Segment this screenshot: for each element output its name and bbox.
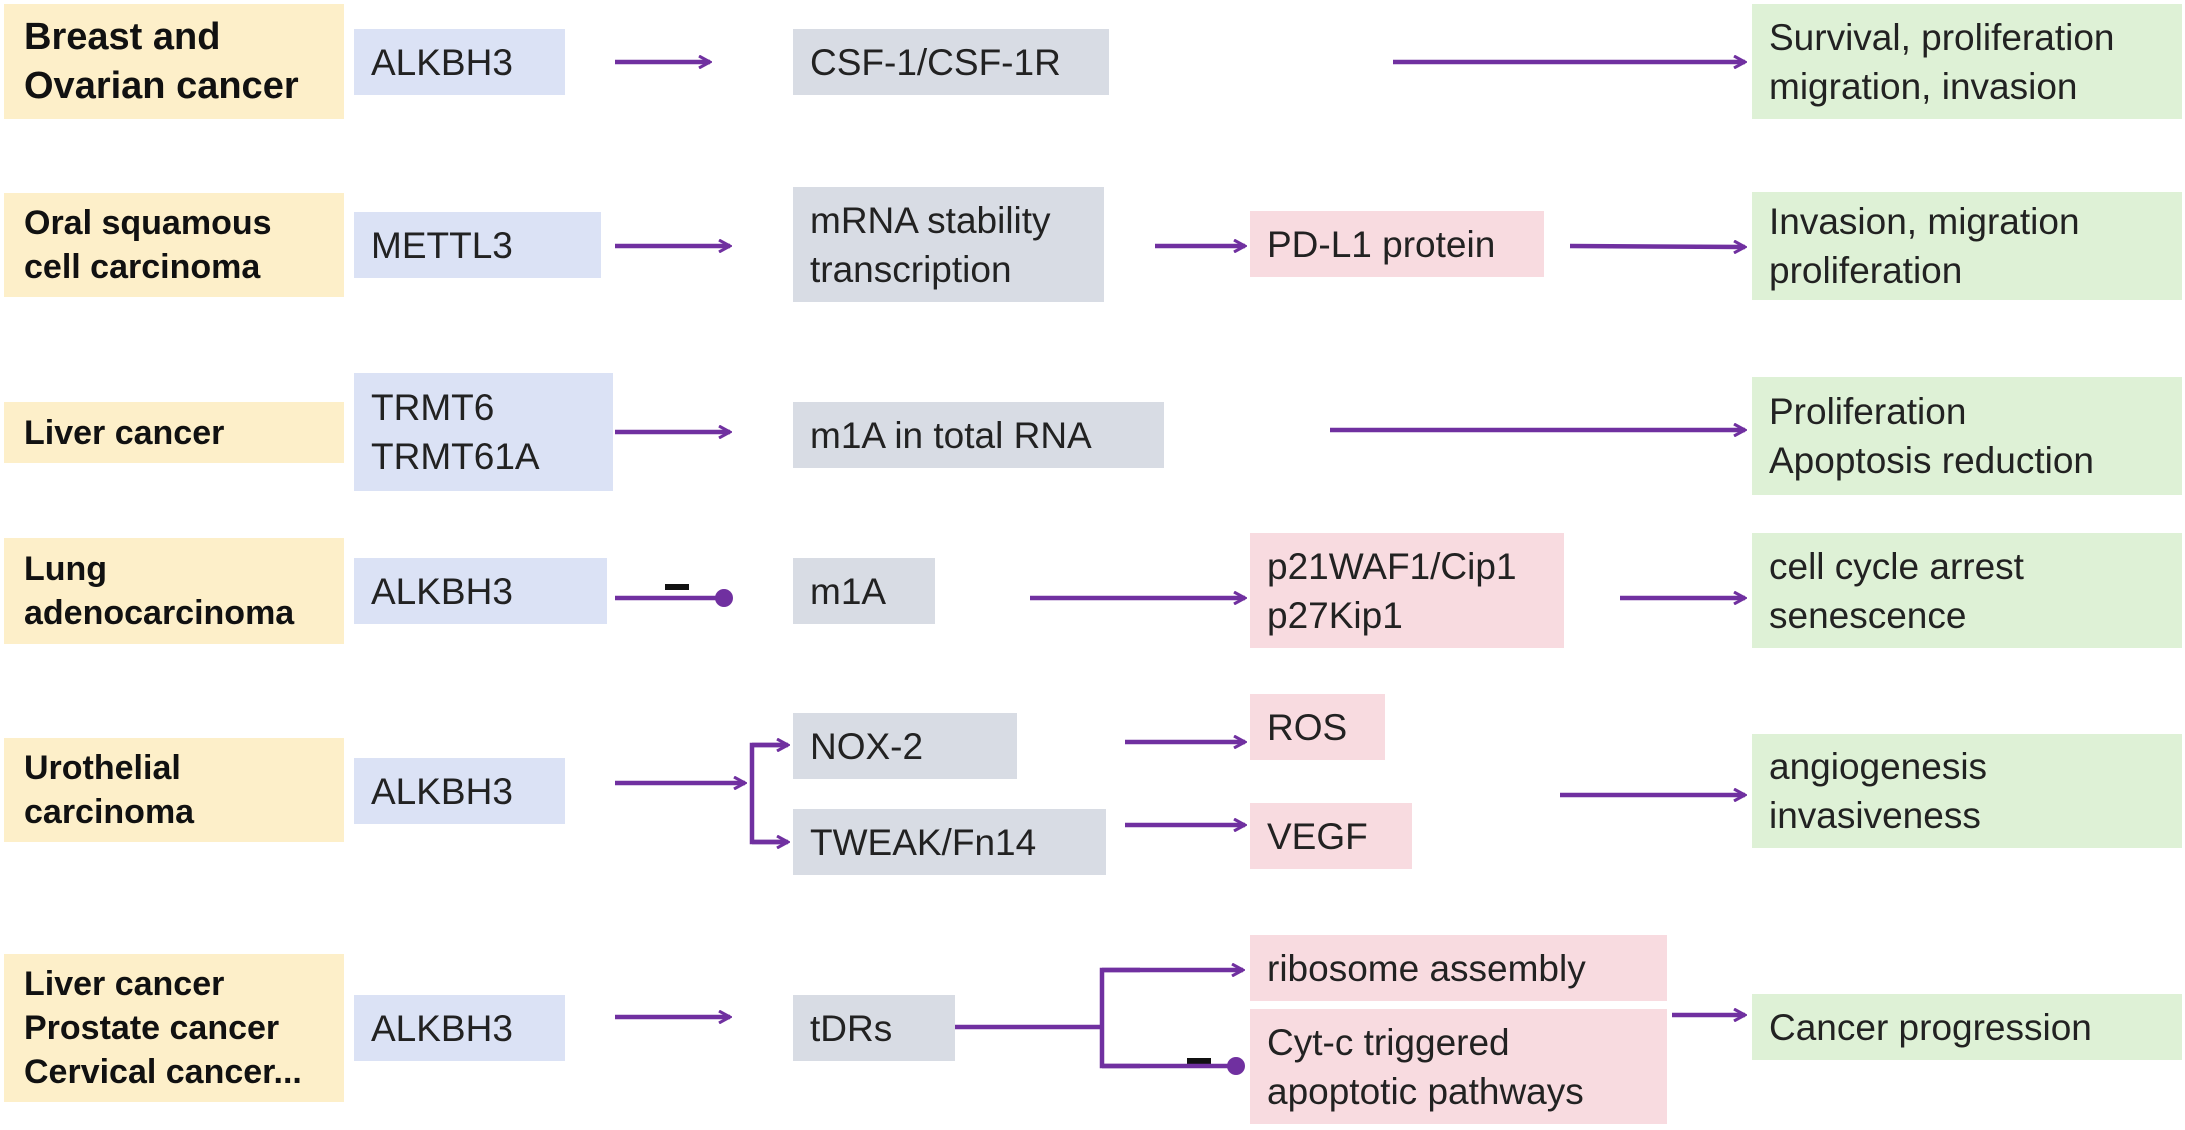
cancer-type-box: Oral squamous cell carcinoma — [4, 193, 344, 297]
intermediate-label: tDRs — [810, 1007, 893, 1049]
inhibition-end-dot — [715, 589, 733, 607]
intermediate-label: mRNA stability — [810, 199, 1051, 241]
cancer-label: Ovarian cancer — [24, 64, 299, 107]
outcome-box: angiogenesis invasiveness — [1752, 734, 2182, 848]
protein-box: VEGF — [1250, 803, 1412, 869]
cancer-label: cell carcinoma — [24, 248, 261, 286]
outcome-label: migration, invasion — [1769, 65, 2078, 107]
cancer-label: Prostate cancer — [24, 1009, 280, 1047]
outcome-label: Apoptosis reduction — [1769, 440, 2094, 481]
gene-box: ALKBH3 — [354, 758, 565, 824]
gene-label: ALKBH3 — [371, 1007, 513, 1049]
gene-label: ALKBH3 — [371, 770, 513, 812]
cancer-type-box: Liver cancer — [4, 402, 344, 463]
intermediate-box: m1A in total RNA — [793, 402, 1164, 468]
cancer-label: Cervical cancer... — [24, 1053, 302, 1091]
outcome-label: Cancer progression — [1769, 1006, 2092, 1048]
gene-box: METTL3 — [354, 212, 601, 278]
cancer-label: Liver cancer — [24, 965, 225, 1003]
intermediate-label: m1A in total RNA — [810, 414, 1092, 456]
intermediate-box: NOX-2 — [793, 713, 1017, 779]
outcome-box: Proliferation Apoptosis reduction — [1752, 377, 2182, 495]
inhibition-end-dot — [1227, 1057, 1245, 1075]
outcome-label: proliferation — [1769, 250, 1963, 291]
outcome-label: Invasion, migration — [1769, 201, 2080, 242]
protein-box: p21WAF1/Cip1 p27Kip1 — [1250, 533, 1564, 648]
cancer-label: Breast and — [24, 15, 221, 58]
protein-label: ribosome assembly — [1267, 947, 1586, 989]
intermediate-label: NOX-2 — [810, 725, 924, 767]
gene-box: TRMT6 TRMT61A — [354, 373, 613, 491]
intermediate-box: mRNA stability transcription — [793, 187, 1104, 302]
cancer-type-box: Liver cancer Prostate cancer Cervical ca… — [4, 954, 344, 1102]
intermediate-label: transcription — [810, 248, 1012, 290]
protein-box: ribosome assembly — [1250, 935, 1667, 1001]
gene-label: ALKBH3 — [371, 41, 513, 83]
cancer-type-box: Lung adenocarcinoma — [4, 538, 344, 644]
protein-box: Cyt-c triggered apoptotic pathways — [1250, 1009, 1667, 1124]
protein-label: apoptotic pathways — [1267, 1070, 1584, 1112]
protein-label: PD-L1 protein — [1267, 223, 1496, 265]
outcome-box: Cancer progression — [1752, 994, 2182, 1060]
gene-box: ALKBH3 — [354, 29, 565, 95]
outcome-label: cell cycle arrest — [1769, 545, 2024, 587]
gene-label: METTL3 — [371, 224, 513, 266]
protein-label: p27Kip1 — [1267, 594, 1403, 636]
branch-connector — [1099, 1027, 1140, 1069]
cancer-label: Oral squamous — [24, 204, 272, 242]
gene-label: ALKBH3 — [371, 570, 513, 612]
outcome-label: invasiveness — [1769, 795, 1981, 836]
intermediate-box: tDRs — [793, 995, 955, 1061]
outcome-label: Proliferation — [1769, 391, 1967, 432]
cancer-type-box: Urothelial carcinoma — [4, 738, 344, 842]
protein-label: ROS — [1267, 706, 1348, 748]
cancer-label: Liver cancer — [24, 413, 225, 452]
protein-box: ROS — [1250, 694, 1385, 760]
cancer-type-box: Breast and Ovarian cancer — [4, 4, 344, 119]
outcome-label: senescence — [1769, 594, 1967, 636]
outcome-label: Survival, proliferation — [1769, 16, 2115, 58]
branch-connector — [1099, 967, 1140, 1027]
outcome-box: cell cycle arrest senescence — [1752, 533, 2182, 648]
protein-label: p21WAF1/Cip1 — [1267, 545, 1517, 587]
branch-connector — [749, 742, 785, 783]
outcome-label: angiogenesis — [1769, 746, 1988, 787]
gene-box: ALKBH3 — [354, 558, 607, 624]
outcome-box: Invasion, migration proliferation — [1752, 192, 2182, 300]
intermediate-label: m1A — [810, 570, 887, 612]
cancer-label: Lung — [24, 550, 108, 588]
gene-label: TRMT61A — [371, 436, 540, 477]
intermediate-label: TWEAK/Fn14 — [810, 821, 1037, 863]
activation-arrow — [1569, 246, 1745, 247]
gene-box: ALKBH3 — [354, 995, 565, 1061]
intermediate-label: CSF-1/CSF-1R — [810, 41, 1061, 83]
intermediate-box: m1A — [793, 558, 935, 624]
inhibition-minus-sign — [665, 584, 689, 590]
protein-label: VEGF — [1267, 815, 1368, 857]
branch-connector — [749, 783, 785, 845]
gene-label: TRMT6 — [371, 387, 495, 428]
intermediate-box: CSF-1/CSF-1R — [793, 29, 1109, 95]
cancer-label: Urothelial — [24, 749, 181, 787]
inhibition-minus-sign — [1187, 1058, 1211, 1064]
protein-label: Cyt-c triggered — [1267, 1021, 1510, 1063]
intermediate-box: TWEAK/Fn14 — [793, 809, 1106, 875]
outcome-box: Survival, proliferation migration, invas… — [1752, 4, 2182, 119]
cancer-label: carcinoma — [24, 793, 195, 831]
cancer-label: adenocarcinoma — [24, 594, 295, 632]
protein-box: PD-L1 protein — [1250, 211, 1544, 277]
